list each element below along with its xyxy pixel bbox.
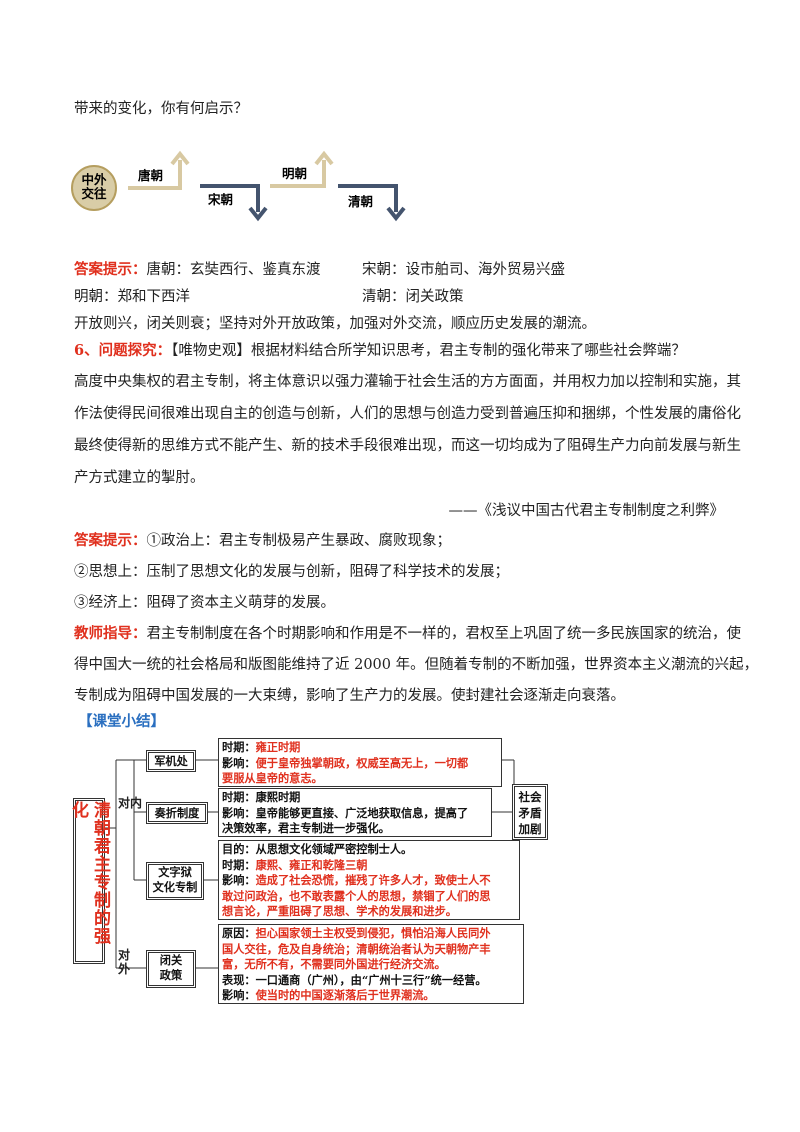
inner-label: 对内 bbox=[118, 796, 143, 810]
answer-conclusion: 开放则兴，闭关则衰；坚持对外开放政策，加强对外交流，顺应历史发展的潮流。 bbox=[74, 316, 596, 332]
song-label: 宋朝 bbox=[207, 192, 233, 207]
q6-label: 6、问题探究： bbox=[74, 342, 172, 359]
tang-up-arrow bbox=[128, 160, 182, 190]
dynasty-flow-diagram: 中外 交往 唐朝 宋朝 明朝 清朝 bbox=[71, 150, 406, 222]
detail-box-wenziyu: 目的：从思想文化领域严密控制士人。 时期：康熙、雍正和乾隆三朝 影响：造成了社会… bbox=[218, 840, 520, 920]
material-line-2: 作法使得民间很难出现自主的创造与创新，人们的思想与创造力受到普遍压抑和捆绑，个性… bbox=[74, 406, 741, 422]
detail-box-junjichu: 时期：雍正时期 影响：便于皇帝独掌朝政，权威至高无上，一切都 要服从皇帝的意志。 bbox=[218, 738, 502, 787]
teacher-line-2: 得中国大一统的社会格局和版图能维持了近 2000 年。但随着专制的不断加强，世界… bbox=[74, 657, 759, 673]
answer-qing: 清朝：闭关政策 bbox=[362, 289, 464, 305]
material-line-3: 最终使得新的思维方式不能产生、新的技术手段很难出现，而这一切均成为了阻碍生产力向… bbox=[74, 438, 741, 454]
material-line-1: 高度中央集权的君主专制，将主体意识以强力灌输于社会生活的方方面面，并用权力加以控… bbox=[74, 374, 741, 390]
name-box-wenziyu: 文字狱 文化专制 bbox=[146, 862, 204, 900]
badge-circle bbox=[71, 165, 117, 211]
tang-label: 唐朝 bbox=[138, 168, 163, 183]
badge-text-1: 中外 bbox=[81, 172, 107, 187]
answer2-label: 答案提示： bbox=[74, 532, 147, 549]
name-box-zouzhe: 奏折制度 bbox=[146, 802, 208, 824]
answer2-p2: ②思想上：压制了思想文化的发展与创新，阻碍了科学技术的发展； bbox=[74, 564, 509, 580]
qing-label: 清朝 bbox=[348, 194, 373, 209]
outer-label: 对外 bbox=[118, 948, 131, 976]
name-box-junjichu: 军机处 bbox=[146, 750, 196, 772]
teacher-line-1: 君主专制制度在各个时期影响和作用是不一样的，君权至上巩固了统一多民族国家的统治，… bbox=[146, 626, 742, 642]
summary-heading: 【课堂小结】 bbox=[78, 713, 165, 730]
teacher-line-3: 专制成为阻碍中国发展的一大束缚，影响了生产力的发展。使封建社会逐渐走向衰落。 bbox=[74, 688, 625, 704]
material-source: ——《浅议中国古代君主专制制度之利弊》 bbox=[448, 503, 725, 519]
summary-main-title: 清朝君主专制的强化 bbox=[68, 801, 110, 945]
conclusion-box: 社会 矛盾 加剧 bbox=[512, 784, 548, 840]
q6-text: 【唯物史观】根据材料结合所学知识思考，君主专制的强化带来了哪些社会弊端？ bbox=[171, 343, 686, 359]
answer-song: 宋朝：设市舶司、海外贸易兴盛 bbox=[362, 262, 565, 278]
name-box-biguan: 闭关 政策 bbox=[146, 950, 196, 988]
summary-main-box: 清朝君主专制的强化 bbox=[68, 798, 110, 964]
answer2-p1: ①政治上：君主专制极易产生暴政、腐败现象； bbox=[146, 533, 452, 549]
qing-down-arrow bbox=[338, 184, 398, 212]
material-line-4: 产方式建立的掣肘。 bbox=[74, 470, 205, 486]
intro-line: 带来的变化，你有何启示？ bbox=[74, 101, 248, 117]
answer-tang: 唐朝：玄奘西行、鉴真东渡 bbox=[146, 262, 321, 278]
ming-up-arrow bbox=[270, 160, 326, 188]
detail-box-zouzhe: 时期：康熙时期 影响：皇帝能够更直接、广泛地获取信息，提高了 决策效率，君主专制… bbox=[218, 788, 492, 837]
detail-box-biguan: 原因：担心国家领土主权受到侵犯，惧怕沿海人民同外 国人交往，危及自身统治；清朝统… bbox=[218, 924, 524, 1004]
song-down-arrow bbox=[200, 184, 260, 212]
teacher-label: 教师指导： bbox=[74, 625, 147, 642]
badge-text-2: 交往 bbox=[81, 186, 107, 201]
answer2-p3: ③经济上：阻碍了资本主义萌芽的发展。 bbox=[74, 595, 335, 611]
answer-label: 答案提示： bbox=[74, 261, 147, 278]
ming-label: 明朝 bbox=[282, 166, 307, 181]
answer-ming: 明朝：郑和下西洋 bbox=[74, 289, 190, 305]
